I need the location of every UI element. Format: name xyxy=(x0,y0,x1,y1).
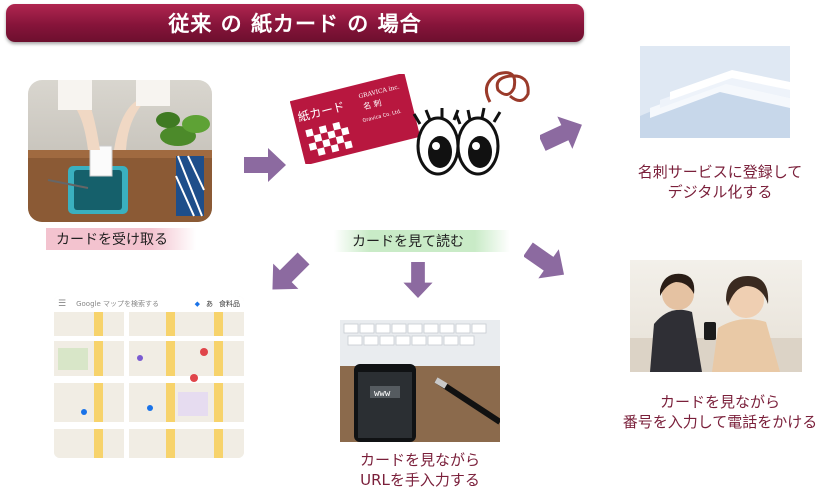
service-step-label: 名刺サービスに登録して デジタル化する xyxy=(600,162,840,202)
phone-call-photo xyxy=(630,260,802,372)
read-step-label: カードを見て読む xyxy=(334,230,510,252)
map-food-label: 食料品 xyxy=(219,300,240,308)
receive-card-photo xyxy=(28,80,212,222)
map-search-placeholder: Google マップを検索する xyxy=(76,300,159,308)
directions-icon[interactable]: ◆ xyxy=(194,300,200,308)
menu-icon[interactable]: ☰ xyxy=(58,299,67,309)
service-line-2: デジタル化する xyxy=(667,183,773,201)
phone-line-2: 番号を入力して電話をかける xyxy=(622,413,818,431)
url-line-2: URLを手入力する xyxy=(360,471,480,489)
phone-step-label: カードを見ながら 番号を入力して電話をかける xyxy=(600,392,840,432)
map-search-bar[interactable]: ☰ Google マップを検索する ◆ あ 食料品 xyxy=(54,296,244,312)
url-step-label: カードを見ながら URLを手入力する xyxy=(330,450,510,490)
url-www-text: www xyxy=(374,389,391,399)
map-kana-label: あ xyxy=(206,300,213,308)
receive-text: カードを受け取る xyxy=(56,232,168,248)
card-name: 名 刺 xyxy=(362,97,382,111)
paper-business-card: 紙カード GRAVICA inc. 名 刺 Gravica Co. Ltd. xyxy=(289,72,421,166)
arrow-up-right-icon xyxy=(540,116,582,151)
receive-step-label: カードを受け取る xyxy=(46,228,196,250)
phone-line-1: カードを見ながら xyxy=(659,393,780,411)
page-title: 従来 の 紙カード の 場合 xyxy=(6,4,584,42)
service-line-1: 名刺サービスに登録して xyxy=(637,163,803,181)
url-line-1: カードを見ながら xyxy=(359,451,480,469)
arrow-down-left-icon xyxy=(272,252,310,290)
read-text: カードを見て読む xyxy=(352,234,464,250)
phone-url-photo: www xyxy=(340,320,500,442)
card-stack-photo xyxy=(640,46,790,138)
cartoon-eyes-icon xyxy=(412,71,530,176)
arrow-down-right-icon xyxy=(524,242,565,279)
arrow-right-icon xyxy=(244,148,286,182)
map-screenshot: ☰ Google マップを検索する ◆ あ 食料品 xyxy=(54,296,244,458)
arrow-down-icon xyxy=(403,262,433,298)
